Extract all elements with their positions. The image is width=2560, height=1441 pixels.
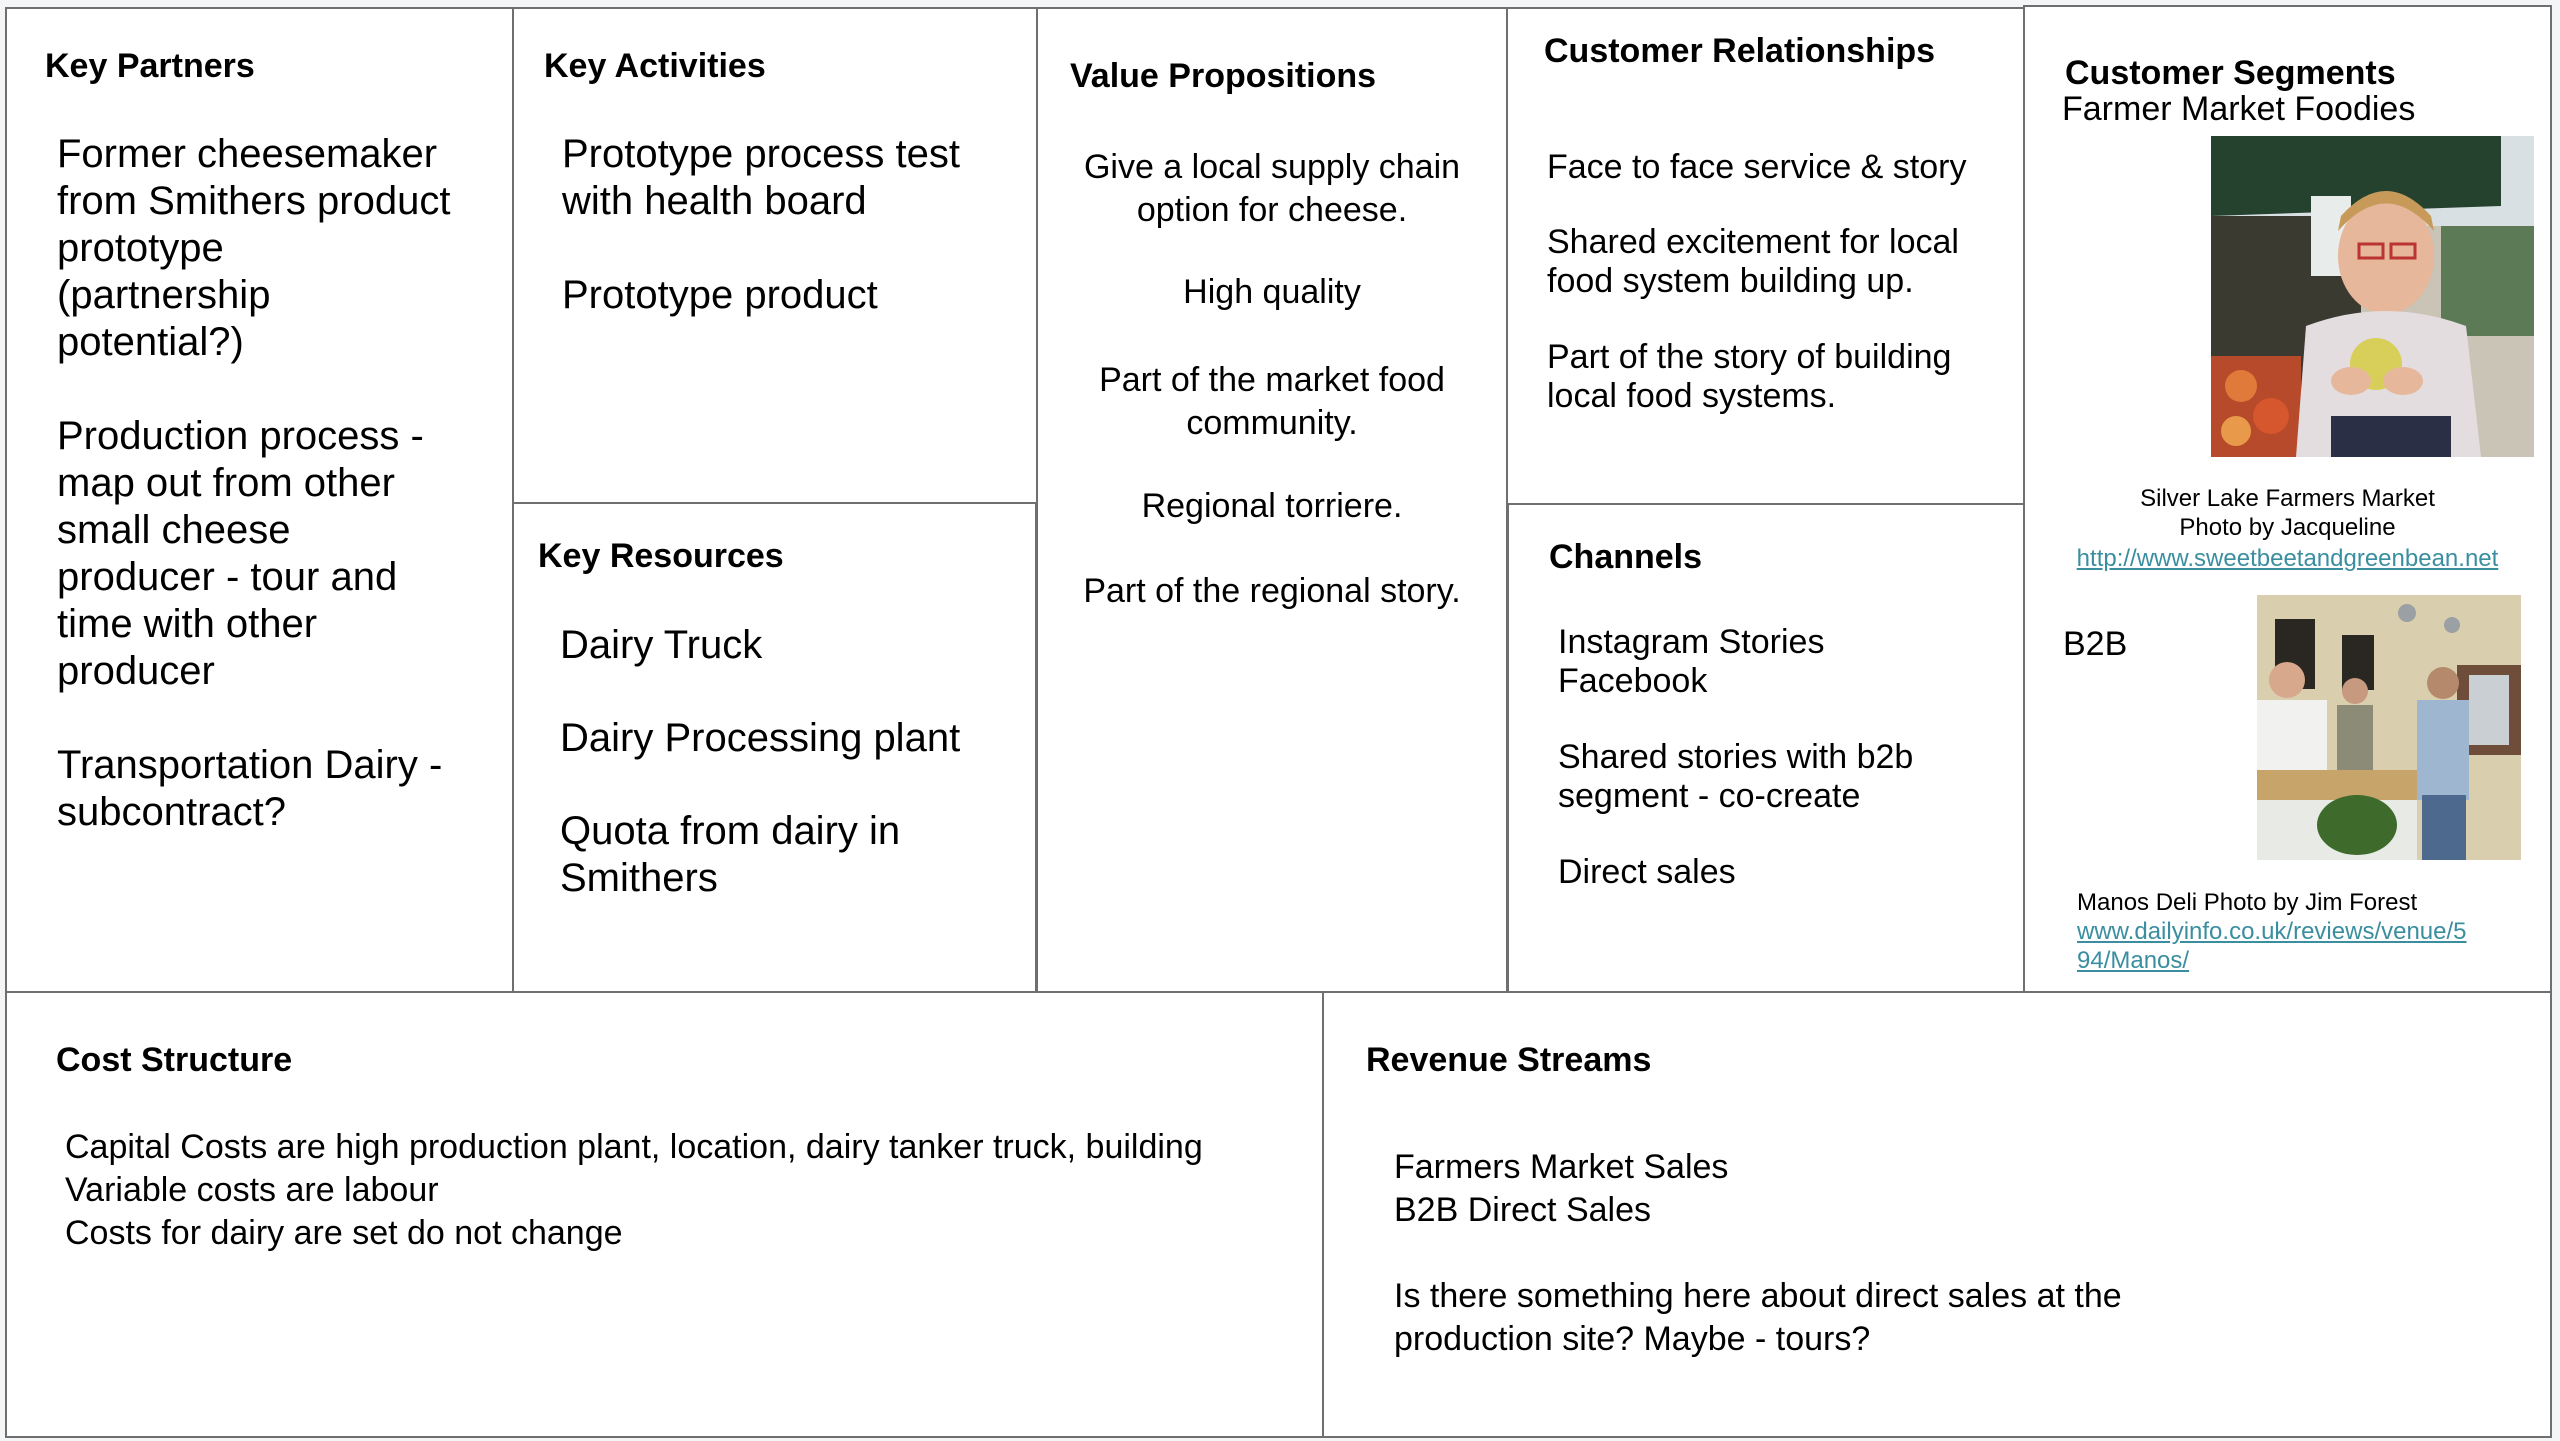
b2b-label: B2B <box>2063 625 2128 663</box>
customer-relationships-title: Customer Relationships <box>1544 32 1936 70</box>
key-activities-item: Prototype process test with health board <box>562 132 960 223</box>
dailyinfo-link-line1[interactable]: www.dailyinfo.co.uk/reviews/venue/5 <box>2077 918 2467 945</box>
key-partners-item: Transportation Dairy - subcontract? <box>57 743 443 834</box>
farmers-market-photo-icon <box>2211 136 2534 457</box>
key-resources-item: Quota from dairy in Smithers <box>560 809 901 900</box>
key-resources-item: Dairy Truck <box>560 623 763 667</box>
value-propositions-panel: Value Propositions Give a local supply c… <box>1036 7 1508 995</box>
revenue-streams-item: Is there something here about direct sal… <box>1394 1277 2122 1358</box>
deli-caption: Manos Deli Photo by Jim Forest <box>2077 889 2418 916</box>
key-activities-title: Key Activities <box>544 47 766 85</box>
customer-relationships-panel: Customer Relationships Face to face serv… <box>1506 7 2025 506</box>
customer-segments-panel: Customer Segments Farmer Market Foodies … <box>2023 5 2552 995</box>
customer-segments-title: Customer Segments <box>2065 54 2396 92</box>
channels-item: Instagram Stories Facebook <box>1558 623 1825 700</box>
value-proposition-item: Part of the regional story. <box>1083 572 1461 610</box>
key-partners-title: Key Partners <box>45 47 255 85</box>
value-proposition-item: Regional torriere. <box>1141 487 1403 525</box>
channels-title: Channels <box>1549 538 1703 576</box>
cost-structure-title: Cost Structure <box>56 1041 293 1079</box>
customer-relationships-item: Shared excitement for local food system … <box>1547 223 1959 300</box>
customer-relationships-item: Part of the story of building local food… <box>1547 338 1952 415</box>
cost-structure-text: Capital Costs are high production plant,… <box>65 1128 1203 1252</box>
channels-item: Shared stories with b2b segment - co-cre… <box>1558 738 1914 815</box>
dailyinfo-link-line2[interactable]: 94/Manos/ <box>2077 947 2190 974</box>
value-proposition-item: High quality <box>1183 273 1361 311</box>
deli-photo <box>2257 595 2521 860</box>
revenue-streams-item: Farmers Market Sales B2B Direct Sales <box>1394 1148 1729 1229</box>
value-proposition-item: Give a local supply chain option for che… <box>1083 148 1461 229</box>
customer-segments-subtitle: Farmer Market Foodies <box>2062 90 2416 128</box>
channels-item: Direct sales <box>1558 853 1736 891</box>
key-activities-panel: Key Activities Prototype process test wi… <box>512 7 1038 504</box>
revenue-streams-panel: Revenue Streams Farmers Market Sales B2B… <box>1322 991 2552 1438</box>
value-propositions-title: Value Propositions <box>1070 57 1377 95</box>
value-proposition-item: Part of the market food community. <box>1099 361 1445 442</box>
key-resources-item: Dairy Processing plant <box>560 716 961 760</box>
deli-photo-icon <box>2257 595 2521 860</box>
key-resources-title: Key Resources <box>538 537 784 575</box>
cost-structure-panel: Cost Structure Capital Costs are high pr… <box>5 991 1325 1438</box>
revenue-streams-title: Revenue Streams <box>1366 1041 1652 1079</box>
key-activities-item: Prototype product <box>562 273 878 317</box>
key-partners-panel: Key Partners Former cheesemaker from Smi… <box>5 7 514 995</box>
sweetbeet-link[interactable]: http://www.sweetbeetandgreenbean.net <box>2076 545 2499 572</box>
key-partners-item: Production process - map out from other … <box>57 414 424 693</box>
key-partners-item: Former cheesemaker from Smithers product… <box>57 132 451 364</box>
customer-relationships-item: Face to face service & story <box>1547 148 1967 186</box>
channels-panel: Channels Instagram Stories Facebook Shar… <box>1507 503 2025 995</box>
key-resources-panel: Key Resources Dairy Truck Dairy Processi… <box>512 502 1037 995</box>
farmers-market-photo <box>2211 136 2534 457</box>
farmers-market-caption: Silver Lake Farmers Market Photo by Jacq… <box>2140 485 2435 541</box>
